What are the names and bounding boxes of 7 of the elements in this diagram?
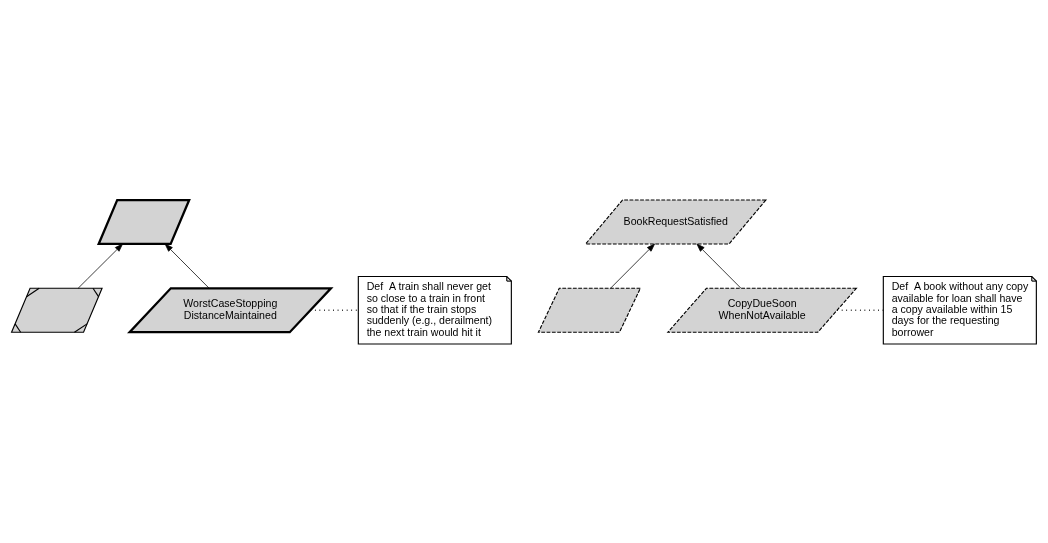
arrow <box>610 243 655 289</box>
arrow <box>77 243 123 289</box>
arrow <box>696 243 742 289</box>
node-parallelogram <box>97 198 191 245</box>
node-parallelogram <box>537 287 642 333</box>
connector <box>309 309 360 311</box>
arrow <box>164 243 210 289</box>
